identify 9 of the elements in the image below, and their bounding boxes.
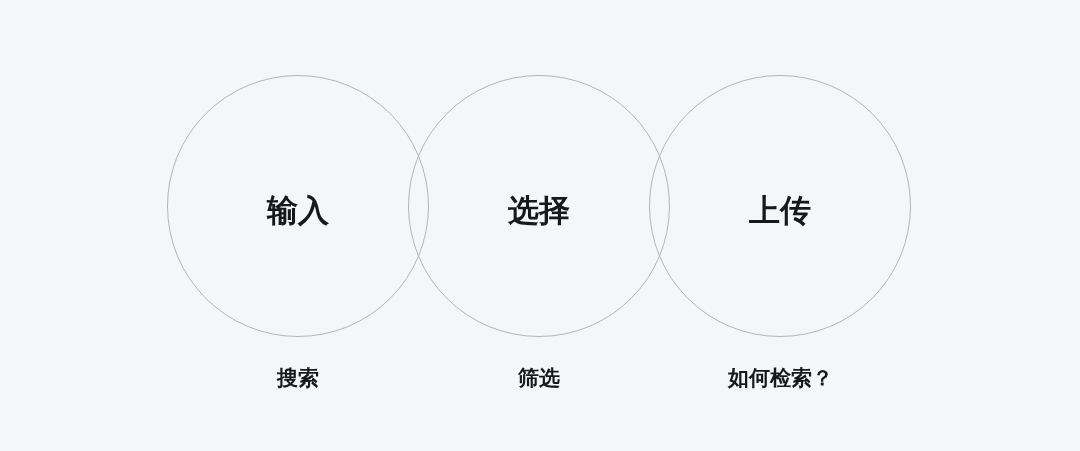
circle-node [649, 75, 911, 337]
node-label: 输入 [267, 192, 329, 230]
caption-text: 筛选 [518, 366, 560, 392]
circle-node [408, 75, 670, 337]
node-label: 上传 [749, 192, 811, 230]
circle-node [167, 75, 429, 337]
node-label: 选择 [508, 192, 570, 230]
caption-text: 搜索 [277, 366, 319, 392]
caption-text: 如何检索？ [727, 366, 833, 392]
